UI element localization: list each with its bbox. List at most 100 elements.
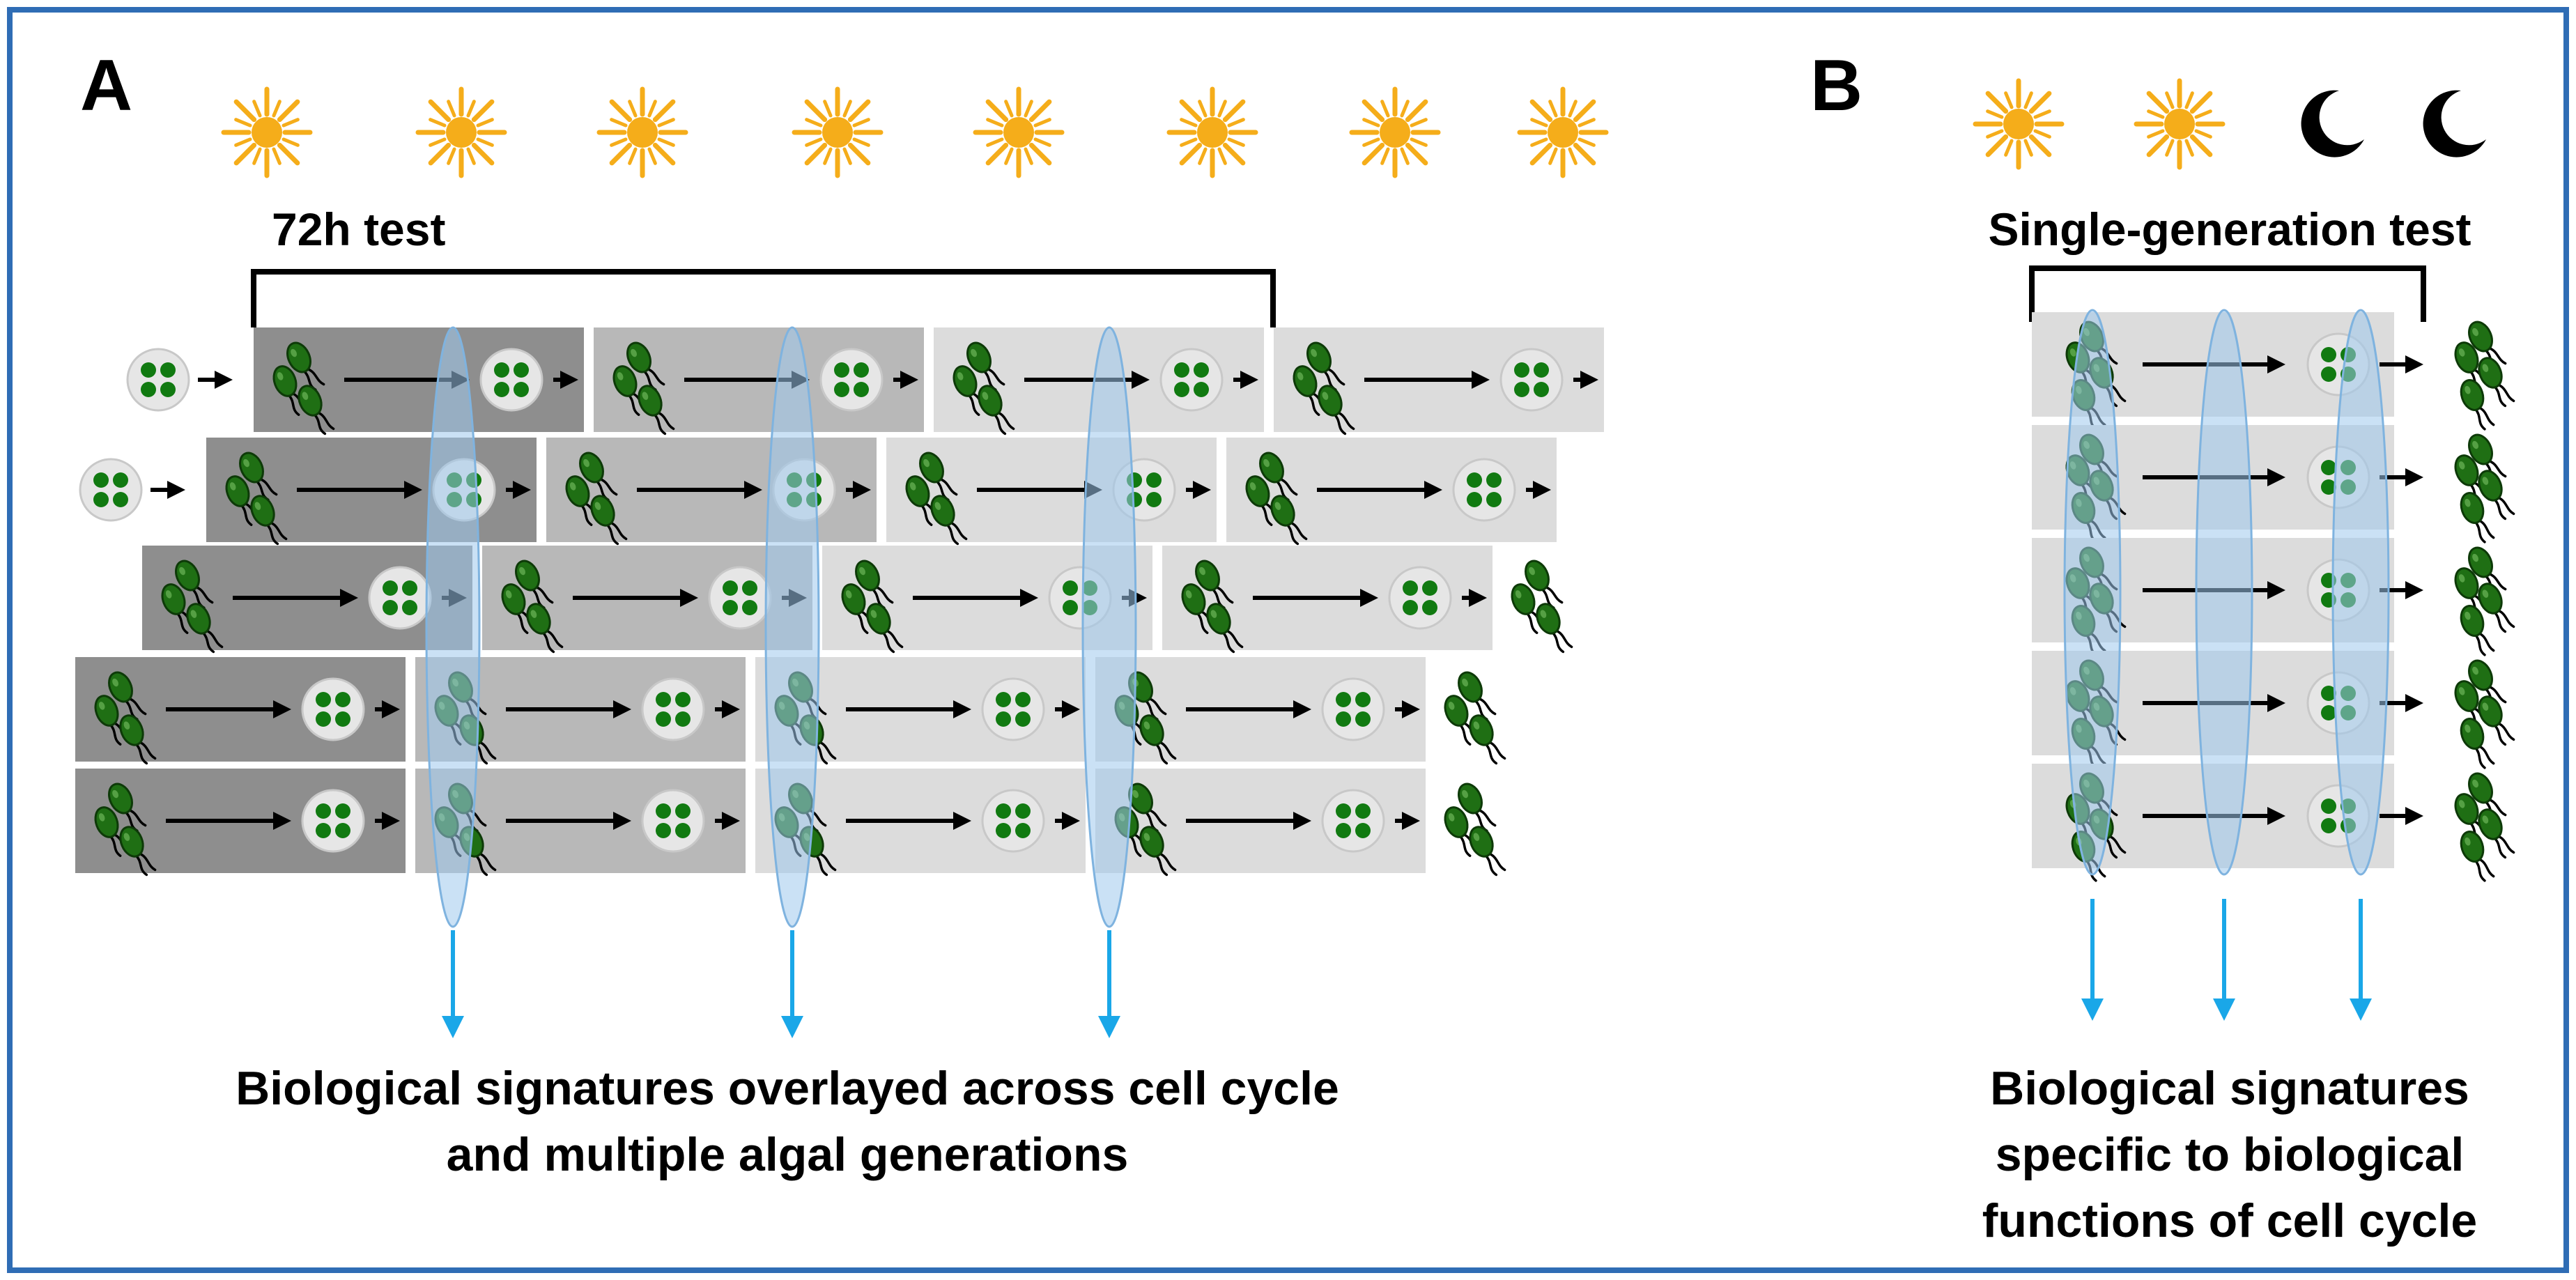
algal-cells-icon: [2454, 772, 2515, 882]
transition-arrow: [1395, 700, 1420, 718]
sun-icon: [792, 86, 884, 178]
spore-tetrad-icon: [1321, 789, 1385, 853]
algal-cells-icon: [272, 341, 335, 435]
transition-arrow: [1462, 589, 1487, 607]
sun-icon: [973, 86, 1065, 178]
spore-tetrad-icon: [1452, 458, 1516, 522]
transition-arrow: [1395, 812, 1420, 830]
transition-arrow: [297, 481, 422, 499]
spore-tetrad-icon: [819, 348, 884, 412]
transition-arrow: [166, 700, 291, 718]
spore-tetrad-icon: [981, 677, 1045, 741]
algal-cells-icon: [905, 452, 968, 546]
sampling-lens: [2195, 309, 2253, 876]
panel-b-caption-line2: specific to biological: [1996, 1128, 2465, 1181]
spore-tetrad-icon: [479, 348, 543, 412]
transition-arrow: [506, 481, 531, 499]
spore-tetrad-icon: [368, 566, 432, 630]
panel-a-test-bracket: [251, 269, 1276, 327]
generation-row: [142, 546, 1573, 654]
spore-tetrad-icon: [79, 458, 143, 522]
algal-cells-icon: [1245, 452, 1308, 546]
algal-cells-icon: [2454, 546, 2515, 656]
transition-arrow: [1186, 700, 1311, 718]
sampling-lens: [425, 326, 481, 928]
algal-cells-icon: [1181, 560, 1244, 654]
transition-arrow: [1233, 371, 1258, 389]
transition-arrow: [846, 812, 971, 830]
spore-tetrad-icon: [1499, 348, 1564, 412]
panel-b-letter: B: [1810, 45, 1862, 126]
signature-down-arrow: [781, 930, 803, 1038]
spore-tetrad-icon: [1159, 348, 1224, 412]
transition-arrow: [715, 700, 740, 718]
transition-arrow: [1055, 700, 1080, 718]
transition-arrow: [715, 812, 740, 830]
panel-a-generation-rows: [75, 327, 1604, 877]
generation-row: [75, 769, 1506, 877]
transition-arrow: [1364, 371, 1490, 389]
algal-cells-icon: [501, 560, 564, 654]
moon-icon: [2423, 90, 2486, 157]
sun-icon: [2134, 78, 2226, 170]
generation-row: [126, 327, 1604, 435]
panel-b-bracket-label: Single-generation test: [1988, 203, 2471, 255]
sun-icon: [1349, 86, 1441, 178]
sun-icon: [221, 86, 313, 178]
panel-b-caption-line3: functions of cell cycle: [1982, 1194, 2477, 1247]
sun-icon: [1517, 86, 1609, 178]
algal-cells-icon: [161, 560, 224, 654]
spore-tetrad-icon: [1321, 677, 1385, 741]
transition-arrow: [198, 371, 233, 389]
transition-arrow: [2380, 355, 2423, 373]
algal-cells-icon: [1293, 341, 1355, 435]
panel-b-day-night-icons: [1973, 78, 2486, 170]
spore-tetrad-icon: [641, 789, 705, 853]
transition-arrow: [1317, 481, 1442, 499]
moon-icon: [2301, 90, 2364, 157]
algal-cells-icon: [952, 341, 1015, 435]
generation-row: [79, 438, 1557, 546]
sun-icon: [596, 86, 688, 178]
signature-down-arrow: [2081, 899, 2104, 1021]
panel-a-day-night-icons: [221, 86, 1609, 178]
sampling-lens: [764, 326, 820, 928]
transition-arrow: [846, 700, 971, 718]
sampling-lens: [2063, 309, 2122, 876]
transition-arrow: [637, 481, 762, 499]
algal-cells-icon: [565, 452, 628, 546]
spore-tetrad-icon: [126, 348, 190, 412]
transition-arrow: [553, 371, 578, 389]
spore-tetrad-icon: [301, 789, 365, 853]
transition-arrow: [913, 589, 1038, 607]
signature-down-arrow: [2213, 899, 2235, 1021]
transition-arrow: [2143, 355, 2285, 373]
signature-down-arrow: [442, 930, 464, 1038]
spore-tetrad-icon: [1388, 566, 1452, 630]
panel-b-caption-line1: Biological signatures: [1990, 1062, 2469, 1115]
sun-icon: [1973, 78, 2065, 170]
transition-arrow: [506, 700, 631, 718]
transition-arrow: [893, 371, 918, 389]
algal-cells-icon: [841, 560, 904, 654]
spore-tetrad-icon: [301, 677, 365, 741]
algal-cells-icon: [2454, 659, 2515, 769]
transition-arrow: [573, 589, 698, 607]
sun-icon: [1166, 86, 1258, 178]
panel-a-signature-arrows: [442, 930, 1120, 1038]
transition-arrow: [375, 700, 400, 718]
transition-arrow: [1186, 481, 1211, 499]
algal-cells-icon: [2454, 433, 2515, 543]
transition-arrow: [506, 812, 631, 830]
panel-b-sampling-lenses: [2063, 309, 2390, 876]
algal-cells-icon: [612, 341, 675, 435]
transition-arrow: [1055, 812, 1080, 830]
algal-cells-icon: [2454, 321, 2515, 431]
figure-frame: [7, 7, 2569, 1273]
panel-a-sampling-lenses: [425, 326, 1137, 928]
panel-b-test-bracket: [2029, 265, 2426, 322]
transition-arrow: [1526, 481, 1551, 499]
spore-tetrad-icon: [708, 566, 772, 630]
algal-cells-icon: [1444, 671, 1506, 765]
